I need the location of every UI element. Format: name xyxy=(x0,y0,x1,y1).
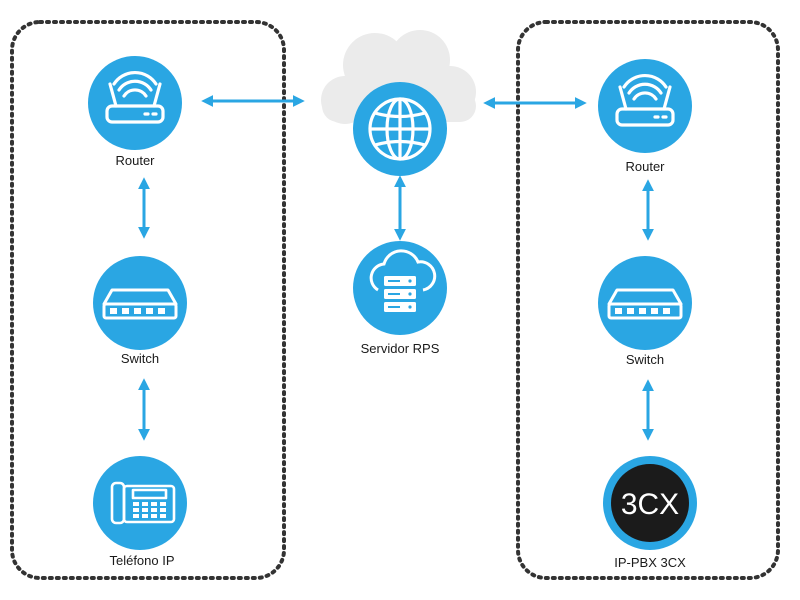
globe-icon xyxy=(368,97,432,161)
left-switch-node xyxy=(93,256,187,350)
cloud-server-icon xyxy=(369,249,437,312)
3cx-logo-text: 3CX xyxy=(621,488,679,521)
pbx-label: IP-PBX 3CX xyxy=(614,555,686,570)
left-site-border xyxy=(10,20,286,580)
switch-icon xyxy=(607,288,683,320)
left-router-label: Router xyxy=(115,153,155,168)
ip-phone-label: Teléfono IP xyxy=(109,553,175,568)
router-icon xyxy=(105,70,165,124)
right-site-border xyxy=(516,20,780,580)
pbx-node: 3CX xyxy=(603,456,697,550)
rps-server-node xyxy=(353,241,447,335)
left-switch-label: Switch xyxy=(120,351,160,366)
internet-node xyxy=(353,82,447,176)
right-router-node xyxy=(598,59,692,153)
right-switch-node xyxy=(598,256,692,350)
3cx-logo xyxy=(611,464,689,542)
ip-phone-icon xyxy=(110,481,176,525)
switch-icon xyxy=(102,288,178,320)
right-switch-label: Switch xyxy=(625,352,665,367)
right-router-label: Router xyxy=(625,159,665,174)
left-router-node xyxy=(88,56,182,150)
ip-phone-node xyxy=(93,456,187,550)
router-icon xyxy=(615,73,675,127)
rps-server-label: Servidor RPS xyxy=(360,341,440,356)
